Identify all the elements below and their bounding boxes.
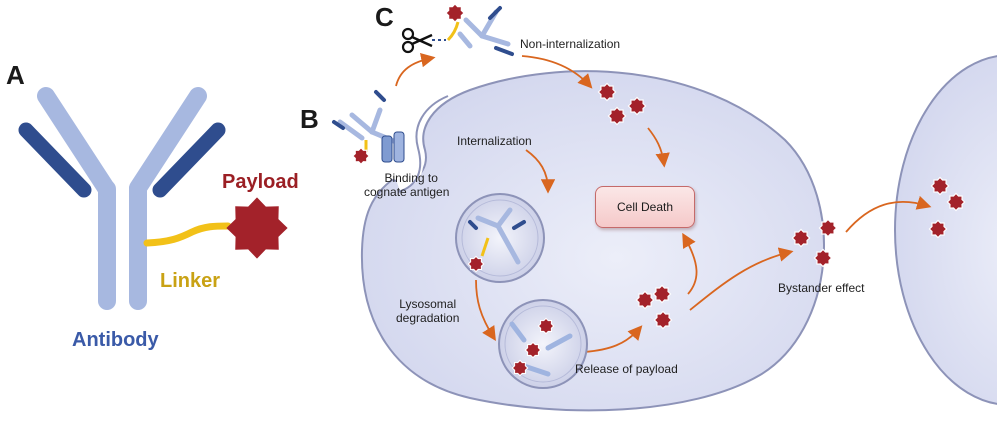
bound-adc: [332, 90, 405, 163]
panel-letter-a: A: [6, 60, 25, 90]
payload-molecule: [445, 3, 465, 23]
binding-label-line2: cognate antigen: [364, 185, 450, 199]
lysosomal-label-line2: degradation: [396, 311, 460, 325]
payload-molecule: [537, 317, 555, 335]
payload-molecule: [467, 255, 485, 273]
bystander-effect-label: Bystander effect: [778, 281, 865, 295]
linker-label: Linker: [160, 270, 221, 292]
lysosomal-label: Lysosomal degradation: [396, 297, 459, 325]
internalized-adc: [468, 207, 526, 265]
pathway-arrows: [395, 53, 932, 353]
lysosomal-label-line1: Lysosomal: [399, 297, 457, 311]
payload-molecule: [524, 341, 542, 359]
panel-letter-b: B: [300, 104, 319, 134]
payload-molecule: [511, 359, 529, 377]
cell-death-box: Cell Death: [595, 186, 695, 228]
payload-illustration: [226, 197, 288, 259]
non-internalization-label: Non-internalization: [520, 37, 621, 51]
target-cell: [360, 70, 825, 412]
degraded-antibody-fragments: [509, 321, 573, 377]
endosome: [455, 193, 545, 283]
linker-illustration: [143, 222, 232, 247]
payload-label: Payload: [222, 171, 299, 193]
cell-death-label: Cell Death: [616, 200, 674, 214]
binding-label-line1: Binding to: [384, 171, 438, 185]
antibody-illustration: [18, 87, 226, 310]
panel-letter-c: C: [375, 2, 394, 32]
payload-molecule: [352, 147, 370, 165]
scissors-icon: [401, 27, 433, 54]
antibody-label: Antibody: [72, 329, 159, 351]
internalization-label: Internalization: [457, 134, 532, 148]
binding-label: Binding to cognate antigen: [364, 171, 449, 199]
release-of-payload-label: Release of payload: [575, 362, 678, 376]
extracellular-adc: [446, 6, 514, 56]
